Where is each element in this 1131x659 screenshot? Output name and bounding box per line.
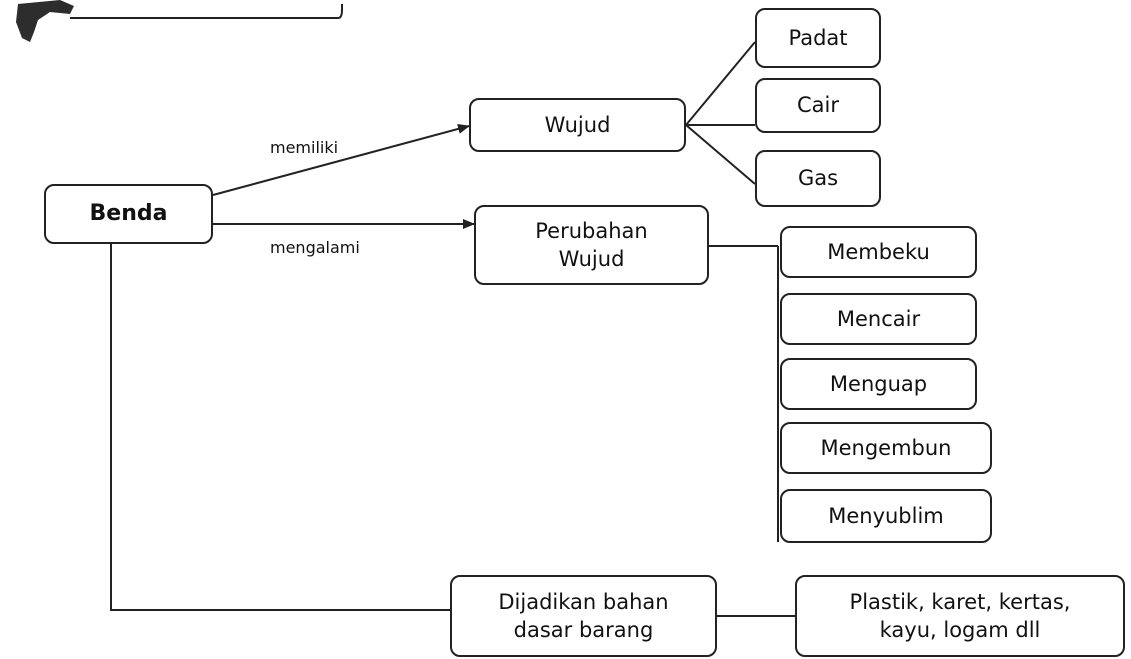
connector-wujud-gas: [685, 124, 756, 185]
node-mencair: Mencair: [780, 293, 977, 345]
node-mengembun: Mengembun: [780, 422, 992, 474]
node-cair: Cair: [755, 78, 881, 133]
node-membeku: Membeku: [780, 226, 977, 278]
node-gas: Gas: [755, 150, 881, 207]
decorative-corner-figure: [16, 0, 74, 42]
connector-benda-wujud: [212, 124, 470, 196]
node-menyublim: Menyublim: [780, 489, 992, 543]
node-perubahan-wujud: Perubahan Wujud: [474, 205, 709, 285]
node-benda: Benda: [44, 184, 213, 244]
decorative-frame-fragment: [70, 4, 343, 19]
connector-wujud-padat: [685, 41, 756, 126]
node-padat: Padat: [755, 8, 881, 68]
connector-benda-bahan: [110, 244, 450, 611]
node-dijadikan-bahan: Dijadikan bahan dasar barang: [450, 575, 717, 657]
node-contoh-bahan: Plastik, karet, kertas, kayu, logam dll: [795, 575, 1125, 657]
node-menguap: Menguap: [780, 358, 977, 410]
edge-label-mengalami: mengalami: [270, 238, 360, 257]
edge-label-memiliki: memiliki: [270, 138, 339, 157]
node-wujud: Wujud: [469, 98, 686, 152]
